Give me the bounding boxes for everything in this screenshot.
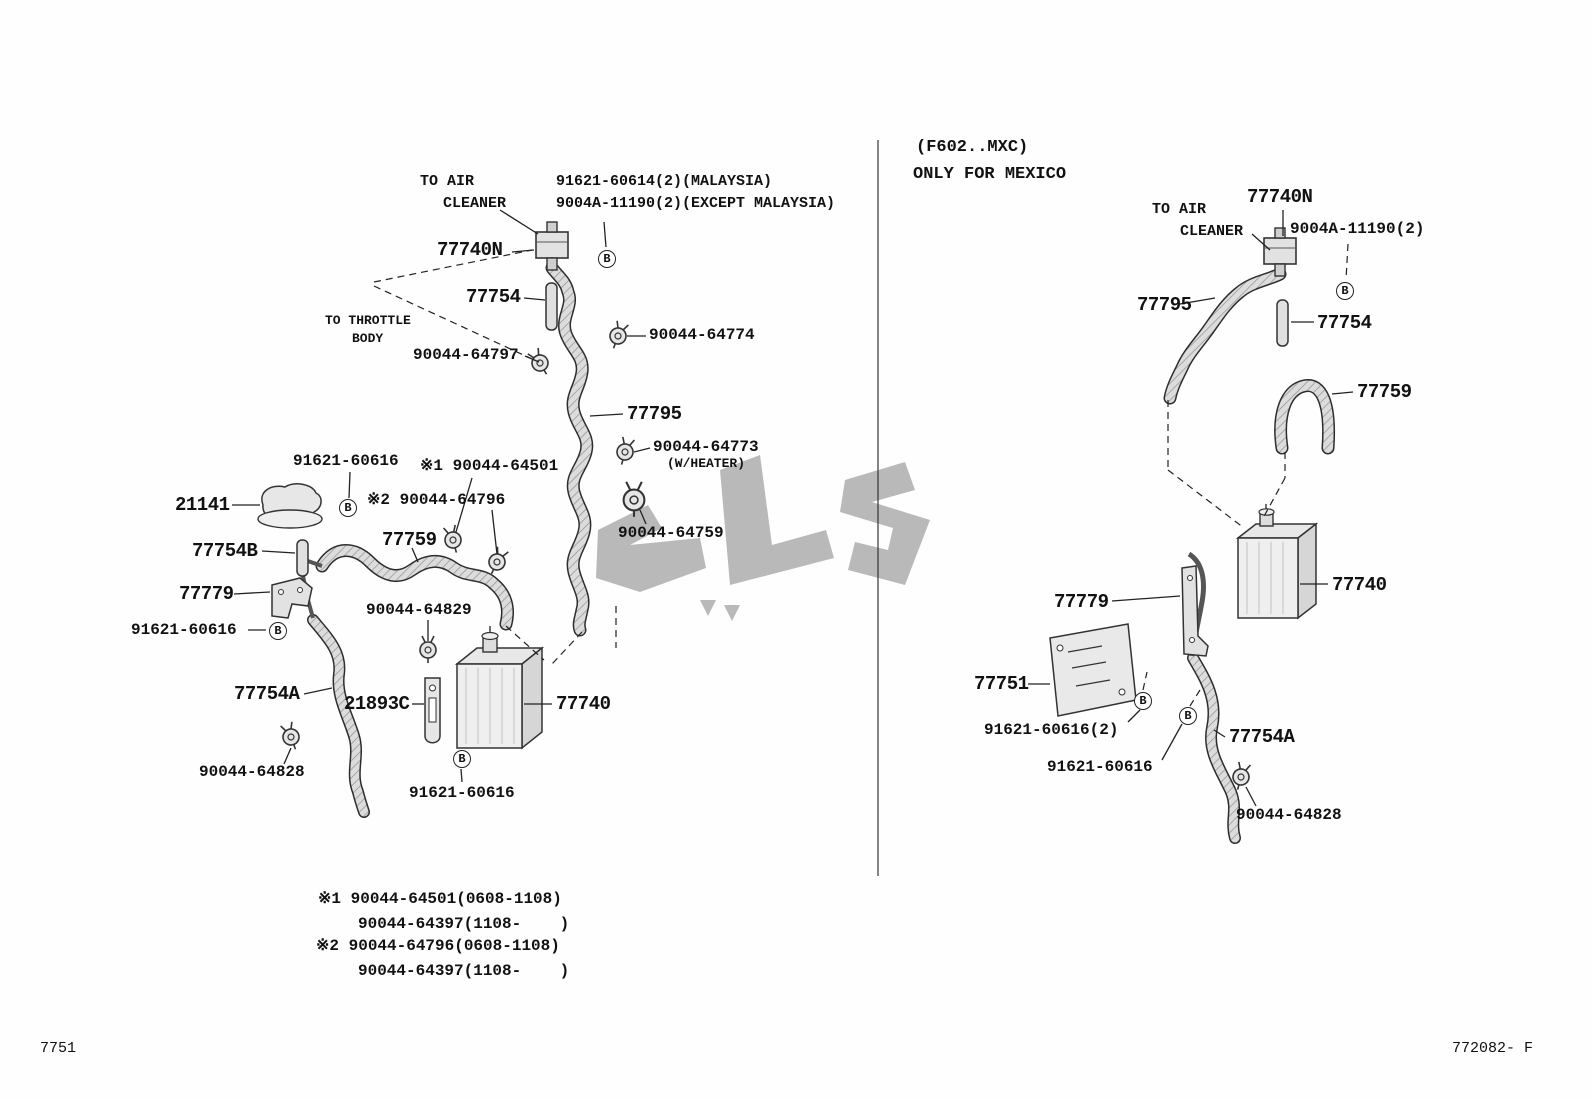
label-to-throttle-1: TO THROTTLE xyxy=(325,313,411,328)
label-77751: 77751 xyxy=(974,673,1029,695)
clamp-90044-64797 xyxy=(525,346,555,380)
label-91621-60616-a: 91621-60616 xyxy=(293,452,399,470)
hose-77795-left xyxy=(545,261,594,637)
label-77759-right: 77759 xyxy=(1357,381,1412,403)
footnote-ref1-line2: 90044-64397(1108- ) xyxy=(358,915,570,933)
label-77740n-right: 77740N xyxy=(1247,186,1313,208)
bracket-77779-left xyxy=(271,577,313,619)
clamp-ref1 xyxy=(440,523,465,556)
left-diagram xyxy=(232,209,651,818)
label-77759-left: 77759 xyxy=(382,529,437,551)
label-90044-64774: 90044-64774 xyxy=(649,326,755,344)
label-77754b: 77754B xyxy=(192,540,258,562)
protector-77754-left xyxy=(545,282,558,331)
label-90044-64773: 90044-64773 xyxy=(653,438,759,456)
bracket-77779-right xyxy=(1181,565,1209,657)
label-90044-64828-right: 90044-64828 xyxy=(1236,806,1342,824)
label-91621-60616-b: 91621-60616 xyxy=(131,621,237,639)
label-ref2-90044-64796: ※2 90044-64796 xyxy=(367,491,506,509)
bracket-21893c xyxy=(424,677,441,744)
label-91621-60616-c: 91621-60616 xyxy=(409,784,515,802)
canister-77740-right xyxy=(1235,504,1319,620)
label-90044-64829: 90044-64829 xyxy=(366,601,472,619)
page-number: 7751 xyxy=(40,1040,77,1057)
label-21893c: 21893C xyxy=(344,693,410,715)
protector-77754-right xyxy=(1276,299,1289,347)
canister-77740-left xyxy=(454,626,545,750)
label-91621-60616-right: 91621-60616 xyxy=(1047,758,1153,776)
dashed-lines-left xyxy=(373,249,617,665)
label-9004a-11190-right: 9004A-11190(2) xyxy=(1290,220,1425,238)
leader-lines-left xyxy=(232,209,651,783)
label-w-heater: (W/HEATER) xyxy=(667,456,746,471)
label-77754-left: 77754 xyxy=(466,286,521,308)
label-to-throttle-2: BODY xyxy=(352,331,384,346)
figure-code: 772082- F xyxy=(1452,1040,1534,1057)
watermark-logo xyxy=(596,455,930,621)
label-77754-right: 77754 xyxy=(1317,312,1372,334)
hose-77759-left xyxy=(315,544,514,631)
label-9004a-except-malaysia: 9004A-11190(2)(EXCEPT MALAYSIA) xyxy=(556,195,836,212)
label-77779-right: 77779 xyxy=(1054,591,1109,613)
label-77779-left: 77779 xyxy=(179,583,234,605)
callout-b: B xyxy=(1336,282,1354,300)
leader-lines-right xyxy=(1028,210,1354,807)
clamp-90044-64828-left xyxy=(277,720,304,753)
label-only-for-mexico: ONLY FOR MEXICO xyxy=(913,165,1067,184)
label-to-air-cleaner-left-1: TO AIR xyxy=(420,173,475,190)
label-90044-64828-left: 90044-64828 xyxy=(199,763,305,781)
label-91621-60616-2: 91621-60616(2) xyxy=(984,721,1119,739)
label-ref1-90044-64501: ※1 90044-64501 xyxy=(420,457,559,475)
label-21141: 21141 xyxy=(175,494,230,516)
clamp-90044-64773 xyxy=(613,435,638,468)
right-diagram xyxy=(1028,210,1354,844)
label-f602-mxc: (F602..MXC) xyxy=(916,138,1029,157)
label-77754a-left: 77754A xyxy=(234,683,300,705)
label-91621-60614-malaysia: 91621-60614(2)(MALAYSIA) xyxy=(556,173,773,190)
label-77754a-right: 77754A xyxy=(1229,726,1295,748)
label-to-air-cleaner-right-2: CLEANER xyxy=(1180,223,1244,240)
clamp-90044-64774 xyxy=(605,319,632,352)
label-to-air-cleaner-left-2: CLEANER xyxy=(443,195,507,212)
footnote-ref2-line2: 90044-64397(1108- ) xyxy=(358,962,570,980)
label-77740-right: 77740 xyxy=(1332,574,1387,596)
label-to-air-cleaner-right-1: TO AIR xyxy=(1152,201,1207,218)
callout-b: B xyxy=(1134,692,1152,710)
hose-77759-right xyxy=(1274,379,1336,455)
callout-b: B xyxy=(1179,707,1197,725)
label-77795-left: 77795 xyxy=(627,403,682,425)
callout-b: B xyxy=(269,622,287,640)
part-21141 xyxy=(257,483,323,529)
label-77795-right: 77795 xyxy=(1137,294,1192,316)
callout-b: B xyxy=(598,250,616,268)
label-90044-64759: 90044-64759 xyxy=(618,524,724,542)
dashed-lines-right xyxy=(1142,243,1349,707)
vsv-valve-left xyxy=(535,221,569,271)
bracket-77751 xyxy=(1049,623,1137,717)
footnote-ref1-line1: ※1 90044-64501(0608-1108) xyxy=(318,890,562,908)
label-90044-64797: 90044-64797 xyxy=(413,346,519,364)
hose-77795-right xyxy=(1163,267,1287,405)
callout-b: B xyxy=(339,499,357,517)
label-77740n-left: 77740N xyxy=(437,239,503,261)
label-77740-left: 77740 xyxy=(556,693,611,715)
hose-77754a-right xyxy=(1187,652,1241,844)
hose-77754a-left xyxy=(307,614,370,818)
callout-b: B xyxy=(453,750,471,768)
footnote-ref2-line1: ※2 90044-64796(0608-1108) xyxy=(316,937,560,955)
protector-77754b-left xyxy=(296,539,309,577)
